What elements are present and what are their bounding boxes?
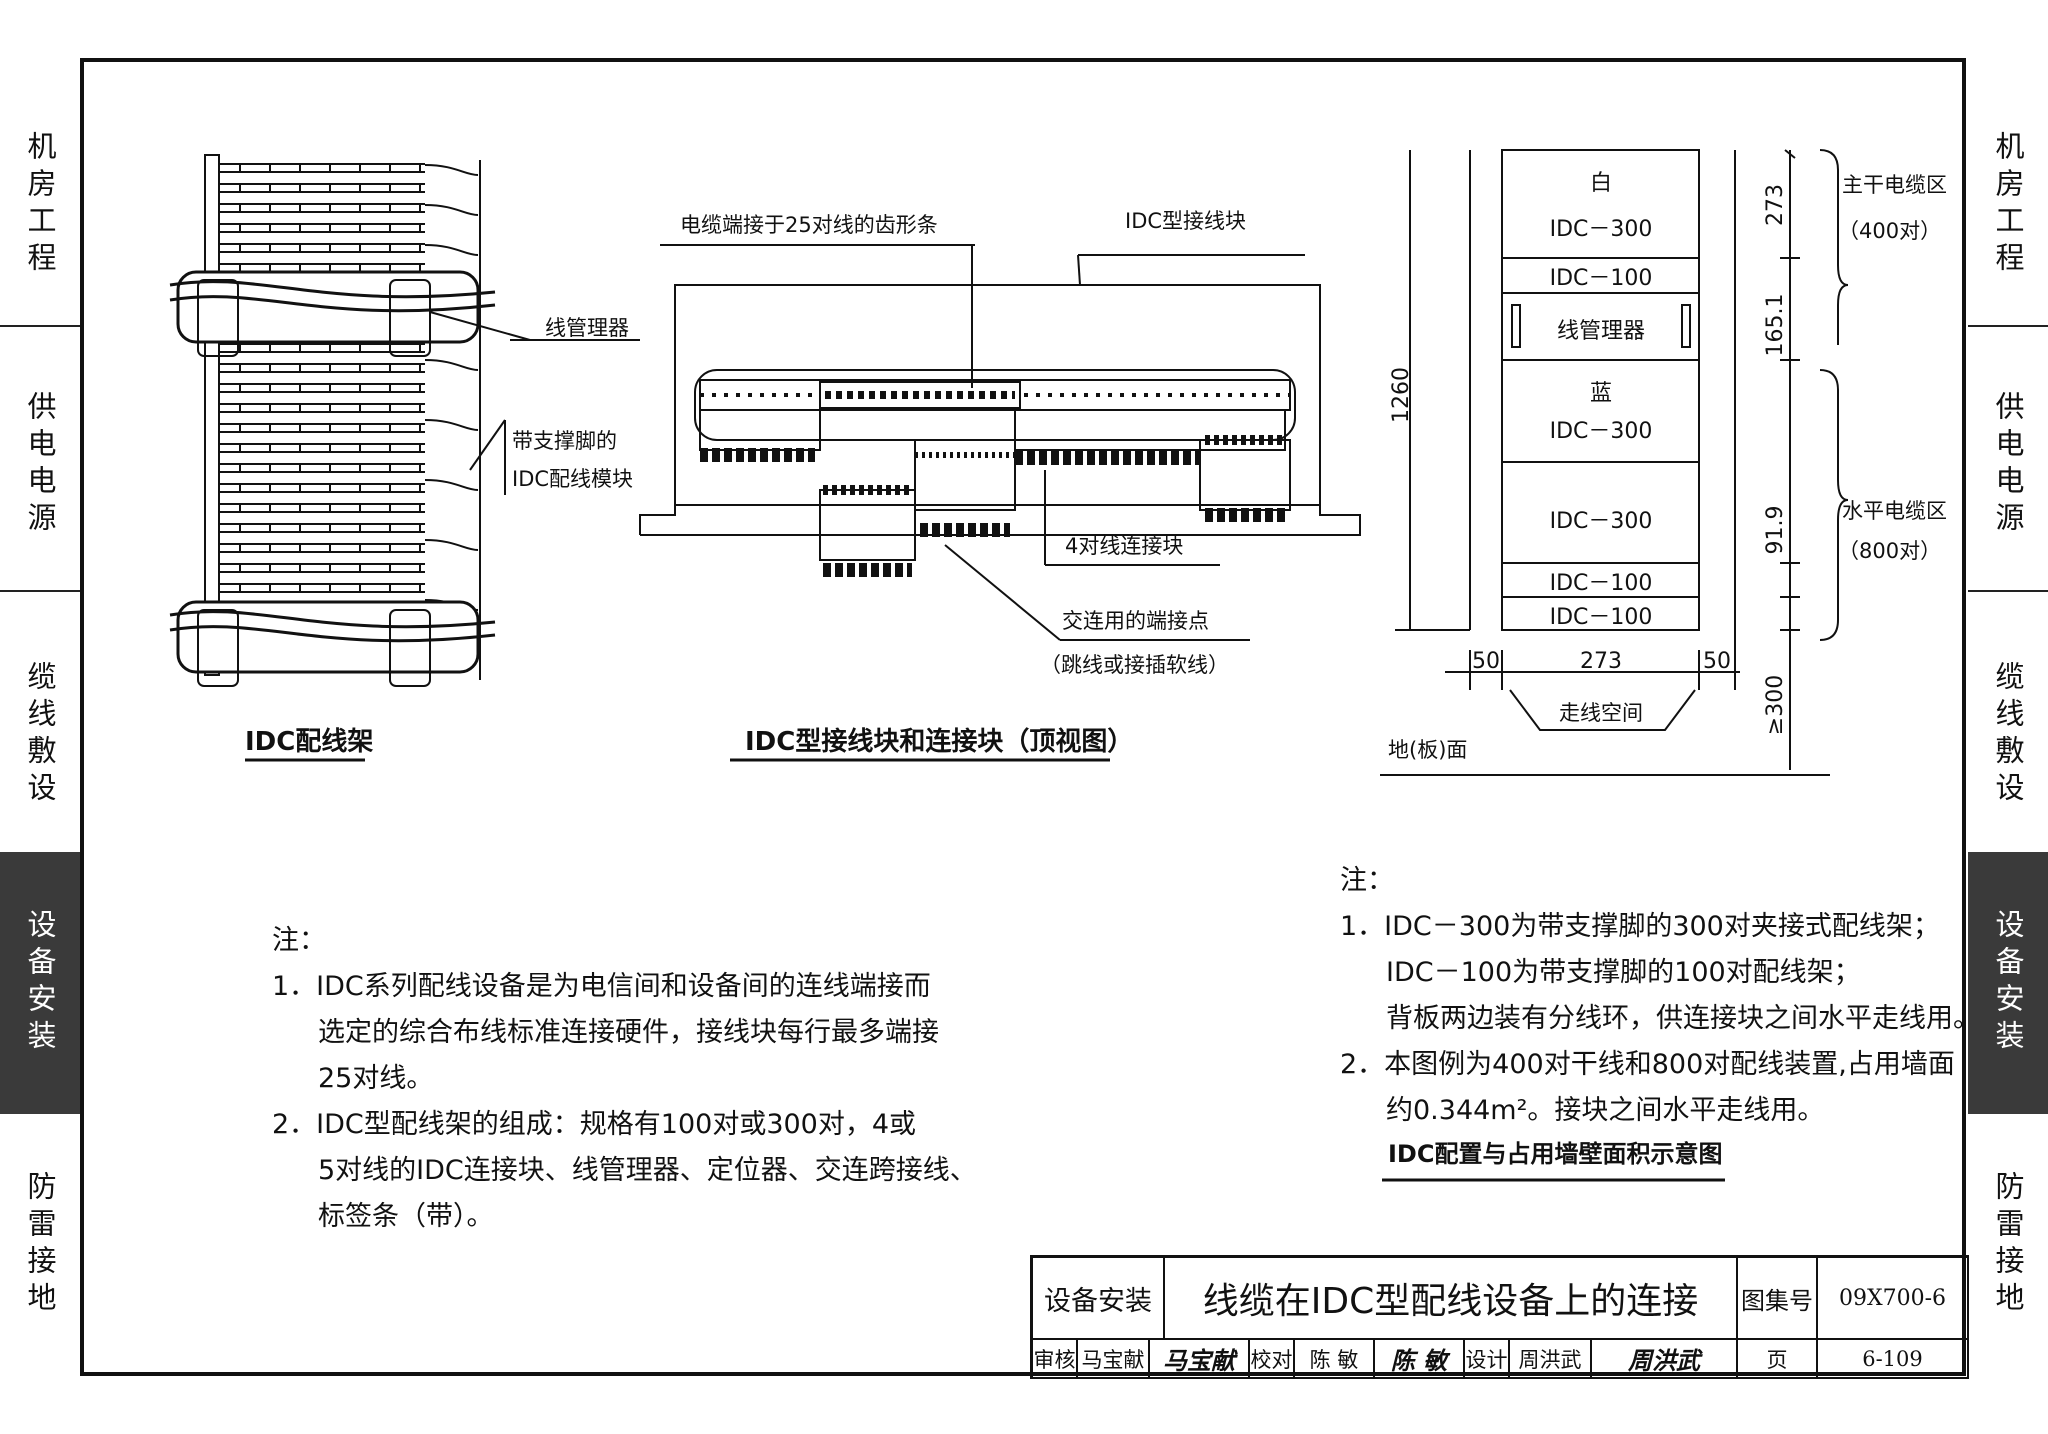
label-cable-manager: 线管理器 [545, 316, 629, 340]
idc-block-illustration [639, 244, 1361, 762]
caption-idc-frame: IDC配线架 [245, 727, 373, 757]
note-left-2-line2: 5对线的IDC连接块、线管理器、定位器、交连跨接线、 [318, 1155, 977, 1186]
dim-273-horizontal: 273 [1580, 649, 1622, 674]
tab-divider [1968, 325, 2048, 327]
tab-divider [0, 325, 80, 327]
page-label: 页 [1738, 1340, 1818, 1379]
tab-equipment-active[interactable]: 设备安装 [0, 852, 80, 1114]
checker-signature: 陈 敏 [1375, 1340, 1465, 1379]
tab-cabling-right[interactable]: 缆线敷设 [1991, 661, 2025, 809]
label-jumper: （跳线或接插软线） [1040, 653, 1229, 677]
note-left-1-line1: 1．IDC系列配线设备是为电信间和设备间的连线端接而 [272, 971, 931, 1002]
notes-left: 注： 1．IDC系列配线设备是为电信间和设备间的连线端接而 选定的综合布线标准连… [272, 918, 977, 1240]
label-idc300-c: IDC－300 [1550, 509, 1653, 534]
note-right-1-line3: 背板两边装有分线环，供连接块之间水平走线用。 [1386, 1003, 1980, 1034]
label-horizontal-zone: 水平电缆区 [1842, 499, 1947, 523]
tab-power-supply[interactable]: 供电电源 [23, 391, 57, 539]
tab-divider [1968, 590, 2048, 592]
notes-left-heading: 注： [272, 925, 326, 956]
notes-right: 注： 1．IDC－300为带支撑脚的300对夹接式配线架； IDC－100为带支… [1340, 858, 1980, 1134]
label-wiring-space: 走线空间 [1559, 701, 1643, 725]
note-left-1-line2: 选定的综合布线标准连接硬件，接线块每行最多端接 [318, 1017, 939, 1048]
label-blue: 蓝 [1590, 381, 1612, 406]
checker-name: 陈 敏 [1295, 1340, 1375, 1379]
note-right-1-line2: IDC－100为带支撑脚的100对配线架； [1386, 957, 1861, 988]
note-left-1-line3: 25对线。 [318, 1063, 434, 1094]
label-cable-mgr: 线管理器 [1557, 319, 1645, 344]
dim-300: ≥300 [1763, 675, 1788, 735]
title-block: 设备安装 线缆在IDC型配线设备上的连接 图集号 09X700-6 审核 马宝献… [1030, 1255, 1969, 1379]
label-trunk-pairs: （400对） [1838, 219, 1941, 243]
check-label: 校对 [1250, 1340, 1295, 1379]
caption-idc-block: IDC型接线块和连接块（顶视图） [745, 727, 1133, 757]
tab-lightning-right[interactable]: 防雷接地 [1991, 1171, 2025, 1319]
page-number: 6-109 [1818, 1340, 1969, 1379]
label-connector: 4对线连接块 [1065, 534, 1183, 558]
tab-divider [0, 590, 80, 592]
dim-50-left: 50 [1472, 649, 1500, 674]
designer-signature: 周洪武 [1592, 1340, 1738, 1379]
drawing-frame [80, 58, 1966, 1376]
label-floor: 地(板)面 [1388, 738, 1467, 762]
dim-165: 165.1 [1763, 294, 1788, 357]
note-left-2-line3: 标签条（带）。 [318, 1201, 494, 1232]
tab-power-supply-right[interactable]: 供电电源 [1991, 391, 2025, 539]
tab-lightning[interactable]: 防雷接地 [23, 1171, 57, 1319]
tab-power-room[interactable]: 机房工程 [23, 131, 57, 279]
tab-power-room-right[interactable]: 机房工程 [1991, 131, 2025, 279]
reviewer-name: 马宝献 [1078, 1340, 1150, 1379]
note-right-1-line1: 1．IDC－300为带支撑脚的300对夹接式配线架； [1340, 911, 1940, 942]
dim-50-right: 50 [1703, 649, 1731, 674]
label-cross-point: 交连用的端接点 [1062, 609, 1209, 633]
note-left-2-line1: 2．IDC型配线架的组成：规格有100对或300对，4或 [272, 1109, 917, 1140]
label-module-line1: 带支撑脚的 [512, 429, 617, 453]
notes-right-heading: 注： [1340, 865, 1394, 896]
label-comb: 电缆端接于25对线的齿形条 [680, 213, 938, 237]
atlas-label: 图集号 [1738, 1258, 1818, 1340]
label-idc300-a: IDC－300 [1550, 217, 1653, 242]
design-label: 设计 [1465, 1340, 1510, 1379]
dim-273-vertical: 273 [1763, 184, 1788, 226]
dim-91: 91.9 [1763, 506, 1788, 555]
label-trunk-zone: 主干电缆区 [1842, 173, 1947, 197]
designer-name: 周洪武 [1510, 1340, 1592, 1379]
reviewer-signature: 马宝献 [1150, 1340, 1250, 1379]
label-idc300-b: IDC－300 [1550, 419, 1653, 444]
label-idc-block: IDC型接线块 [1125, 209, 1246, 233]
tab-cabling[interactable]: 缆线敷设 [23, 661, 57, 809]
note-right-2-line1: 2．本图例为400对干线和800对配线装置,占用墙面 [1340, 1049, 1955, 1080]
dim-height: 1260 [1389, 367, 1414, 423]
label-horizontal-pairs: （800对） [1838, 539, 1941, 563]
label-idc100-b: IDC－100 [1550, 571, 1653, 596]
note-right-2-line2: 约0.344m²。接块之间水平走线用。 [1386, 1095, 1825, 1126]
title-category: 设备安装 [1033, 1258, 1165, 1340]
review-label: 审核 [1033, 1340, 1078, 1379]
atlas-number: 09X700-6 [1818, 1258, 1969, 1340]
config-illustration [1380, 149, 1849, 776]
label-module-line2: IDC配线模块 [512, 467, 633, 491]
title-main: 线缆在IDC型配线设备上的连接 [1165, 1258, 1738, 1340]
tab-equipment-active-right[interactable]: 设备安装 [1968, 852, 2048, 1114]
caption-config: IDC配置与占用墙壁面积示意图 [1388, 1140, 1722, 1168]
label-white: 白 [1590, 171, 1612, 196]
label-idc100-a: IDC－100 [1550, 266, 1653, 291]
label-idc100-c: IDC－100 [1550, 605, 1653, 630]
idc-frame-illustration [169, 154, 640, 762]
